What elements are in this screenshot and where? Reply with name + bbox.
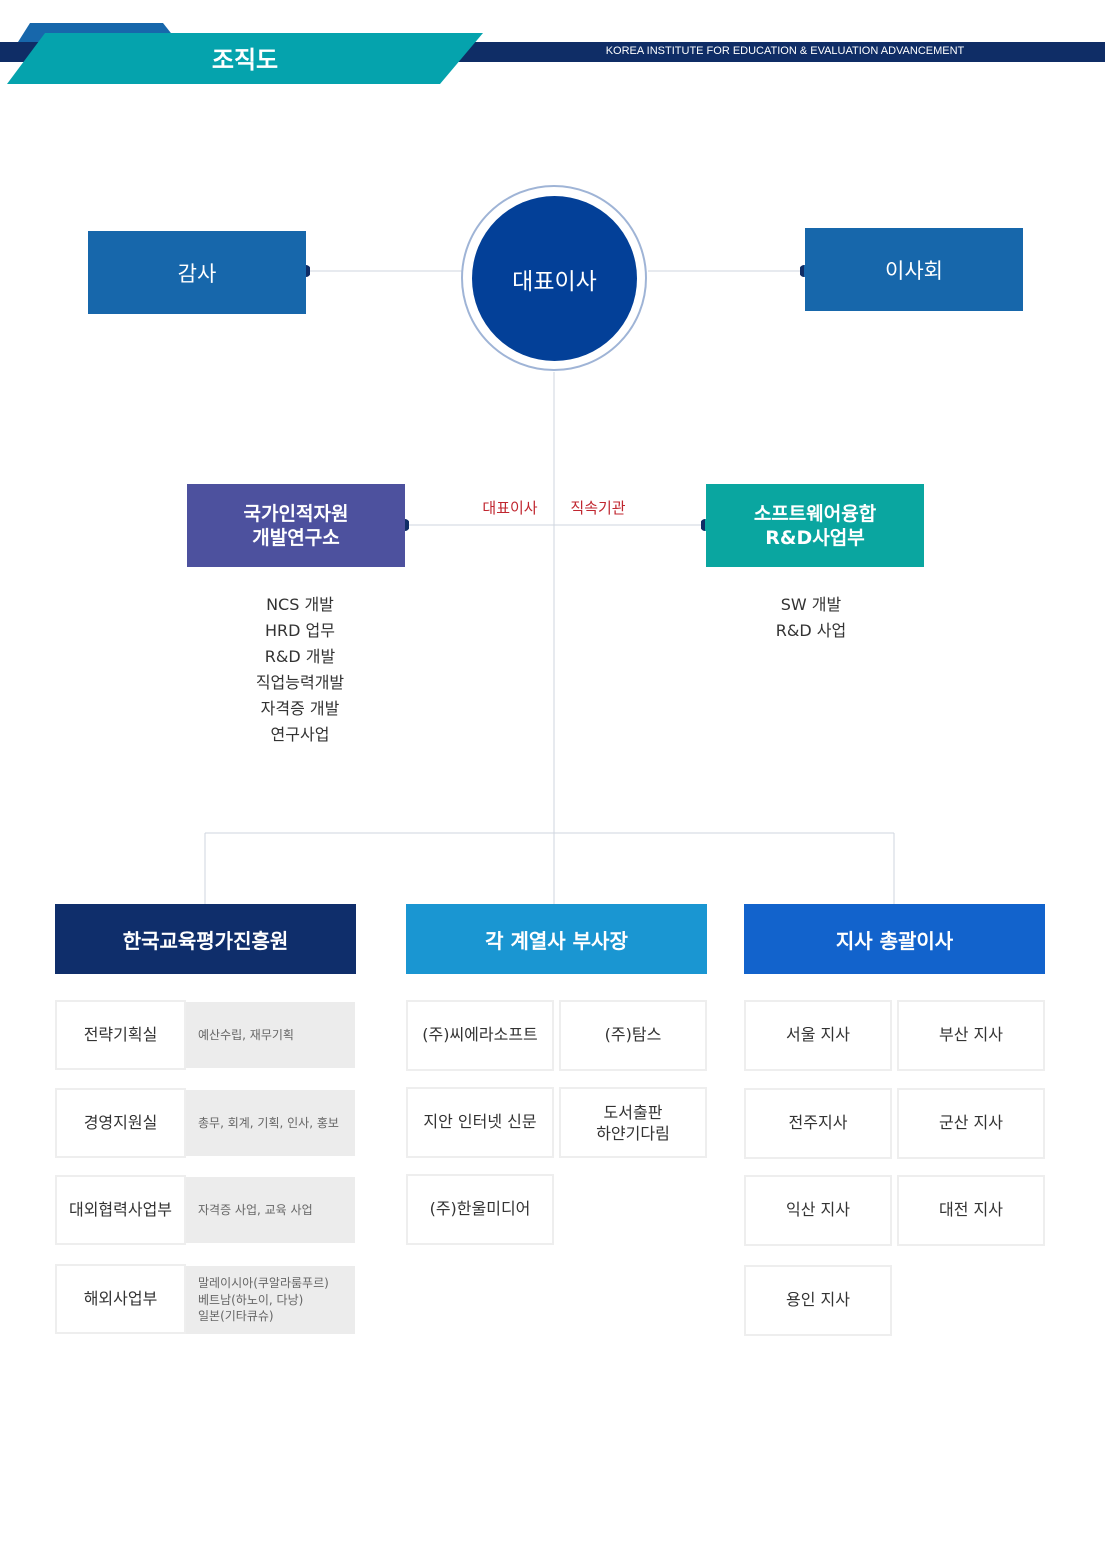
branches-header: 지사 총괄이사 <box>744 904 1045 974</box>
affiliate-cell: (주)탐스 <box>559 1000 707 1071</box>
list-item: HRD 업무 <box>265 621 335 640</box>
dept-overseas-desc: 말레이시아(쿠알라룸푸르) 베트남(하노이, 다낭) 일본(기타큐슈) <box>186 1266 355 1334</box>
direct-label-institution: 직속기관 <box>570 499 626 517</box>
hrd-duties-list: NCS 개발 HRD 업무 R&D 개발 직업능력개발 자격증 개발 연구사업 <box>220 592 380 748</box>
list-item: NCS 개발 <box>266 595 334 614</box>
list-item: R&D 개발 <box>264 647 336 666</box>
ceo-ring <box>461 185 647 371</box>
branch-cell: 군산 지사 <box>897 1088 1045 1159</box>
affiliate-cell: 지안 인터넷 신문 <box>406 1087 554 1158</box>
list-item: 연구사업 <box>270 725 330 744</box>
list-item: 자격증 개발 <box>260 699 340 718</box>
header-subtitle: KOREA INSTITUTE FOR EDUCATION & EVALUATI… <box>605 45 965 57</box>
list-item: R&D 사업 <box>775 621 847 640</box>
board-box: 이사회 <box>805 228 1023 311</box>
affiliate-cell: 도서출판 하얀기다림 <box>559 1087 707 1158</box>
dept-desc-text: 일본(기타큐슈) <box>198 1309 274 1324</box>
branch-cell: 대전 지사 <box>897 1175 1045 1246</box>
hrd-institute-box: 국가인적자원 개발연구소 <box>187 484 405 567</box>
dept-desc-text: 말레이시아(쿠알라룸푸르) <box>198 1275 329 1290</box>
branch-cell: 서울 지사 <box>744 1000 892 1071</box>
branch-cell: 용인 지사 <box>744 1265 892 1336</box>
kiea-header: 한국교육평가진흥원 <box>55 904 356 974</box>
header-teal-banner <box>7 33 483 84</box>
header-shapes <box>0 23 1105 84</box>
dept-desc-text: 자격증 사업, 교육 사업 <box>198 1202 313 1217</box>
sw-connector-dot <box>701 519 711 531</box>
branch-cell: 익산 지사 <box>744 1175 892 1246</box>
page-title: 조직도 <box>211 46 279 74</box>
dept-desc-text: 베트남(하노이, 다낭) <box>198 1292 304 1307</box>
dept-desc-text: 예산수립, 재무기획 <box>198 1027 294 1042</box>
dept-management: 경영지원실 <box>55 1088 186 1158</box>
dept-overseas: 해외사업부 <box>55 1264 186 1334</box>
affiliates-header: 각 계열사 부사장 <box>406 904 707 974</box>
dept-external-desc: 자격증 사업, 교육 사업 <box>186 1177 355 1243</box>
hrd-institute-line2: 개발연구소 <box>252 526 340 549</box>
branch-cell: 부산 지사 <box>897 1000 1045 1071</box>
audit-connector-dot <box>300 265 310 277</box>
branch-cell: 전주지사 <box>744 1088 892 1159</box>
sw-division-line2: R&D사업부 <box>765 526 865 549</box>
ceo-circle: 대표이사 <box>472 196 637 361</box>
sw-division-box: 소프트웨어융합 R&D사업부 <box>706 484 924 567</box>
sw-division-line1: 소프트웨어융합 <box>753 502 877 525</box>
dept-strategy: 전략기획실 <box>55 1000 186 1070</box>
list-item: SW 개발 <box>780 595 842 614</box>
dept-strategy-desc: 예산수립, 재무기획 <box>186 1002 355 1068</box>
sw-duties-list: SW 개발 R&D 사업 <box>731 592 891 644</box>
affiliate-cell: (주)한울미디어 <box>406 1174 554 1245</box>
dept-desc-text: 총무, 회계, 기획, 인사, 홍보 <box>198 1115 339 1130</box>
board-connector-dot <box>800 265 810 277</box>
affiliate-cell: (주)씨에라소프트 <box>406 1000 554 1071</box>
dept-external: 대외협력사업부 <box>55 1175 186 1245</box>
audit-box: 감사 <box>88 231 306 314</box>
list-item: 직업능력개발 <box>255 673 345 692</box>
direct-label-ceo: 대표이사 <box>482 499 538 517</box>
hrd-connector-dot <box>399 519 409 531</box>
hrd-institute-line1: 국가인적자원 <box>243 502 349 525</box>
dept-management-desc: 총무, 회계, 기획, 인사, 홍보 <box>186 1090 355 1156</box>
